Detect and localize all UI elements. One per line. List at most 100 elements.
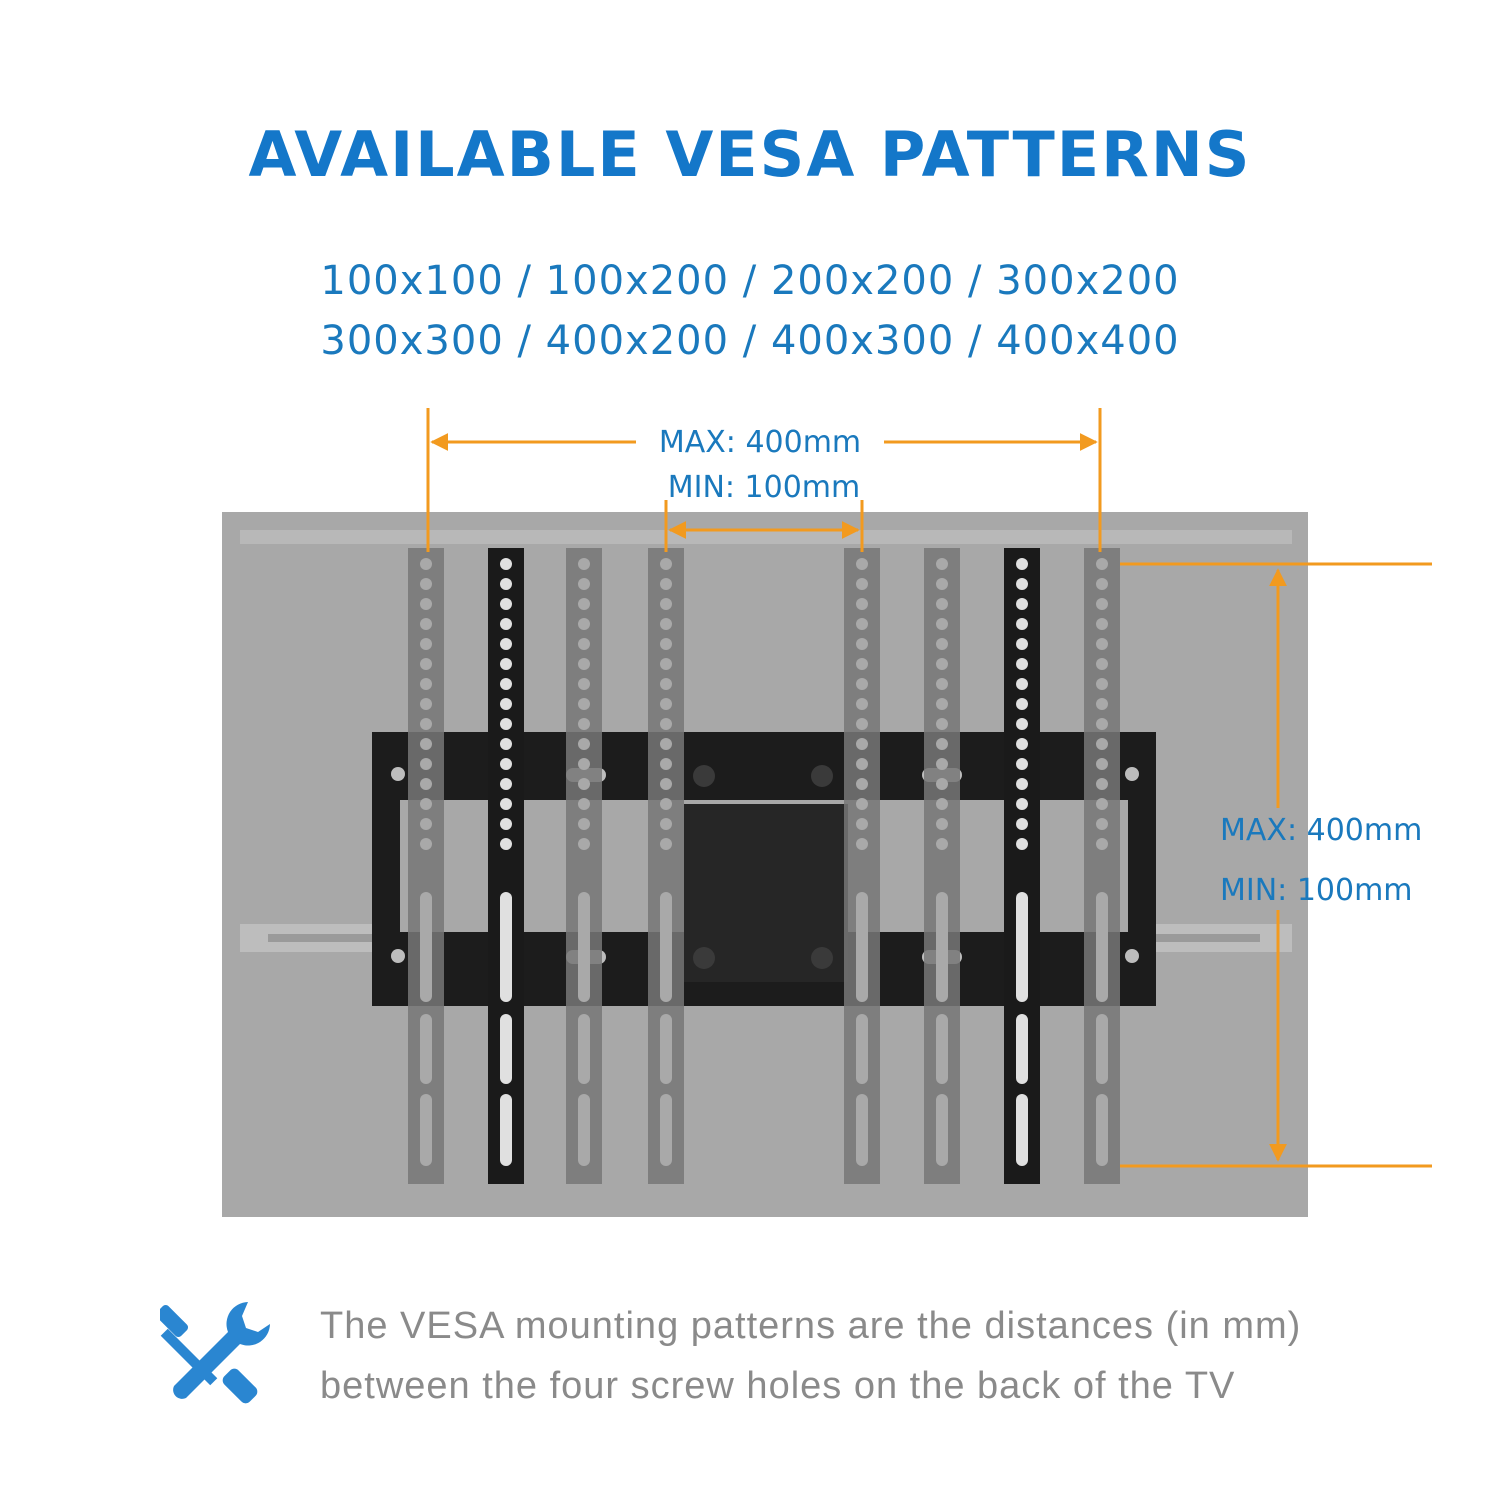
- rail-slot: [500, 1014, 512, 1084]
- rail-hole: [856, 558, 868, 570]
- rail-hole: [660, 698, 672, 710]
- rail-hole: [660, 658, 672, 670]
- rail-hole: [936, 798, 948, 810]
- rail-hole: [500, 838, 512, 850]
- rail-hole: [856, 798, 868, 810]
- rail-hole: [1016, 598, 1028, 610]
- rail-hole: [420, 638, 432, 650]
- rail-slot: [420, 1014, 432, 1084]
- rail-hole: [578, 758, 590, 770]
- rail-hole: [856, 718, 868, 730]
- rail-hole: [856, 678, 868, 690]
- rail-hole: [660, 558, 672, 570]
- rail-slot: [936, 1094, 948, 1166]
- rail-hole: [578, 718, 590, 730]
- rail-hole: [856, 778, 868, 790]
- rail-hole: [500, 698, 512, 710]
- rail-hole: [936, 638, 948, 650]
- rail-hole: [1096, 698, 1108, 710]
- rail-hole: [500, 798, 512, 810]
- rail-hole: [660, 578, 672, 590]
- rail-hole: [660, 678, 672, 690]
- rail-hole: [1016, 738, 1028, 750]
- rail-hole: [856, 598, 868, 610]
- tv-vent-right: [1150, 934, 1260, 942]
- rail-hole: [578, 598, 590, 610]
- rail-hole: [1096, 738, 1108, 750]
- rail-hole: [936, 818, 948, 830]
- rail-hole: [660, 718, 672, 730]
- rail-hole: [1096, 658, 1108, 670]
- rail-hole: [856, 578, 868, 590]
- rail-hole: [500, 738, 512, 750]
- horizontal-max-label: MAX: 400mm: [659, 425, 861, 460]
- rail-slot: [500, 892, 512, 1002]
- rail-hole: [420, 758, 432, 770]
- rail-slot: [856, 1014, 868, 1084]
- rail-hole: [936, 558, 948, 570]
- rail-hole: [936, 618, 948, 630]
- rail-hole: [420, 778, 432, 790]
- rail-slot: [660, 1094, 672, 1166]
- rail-hole: [1096, 638, 1108, 650]
- rail-slot: [856, 892, 868, 1002]
- rail-hole: [420, 598, 432, 610]
- rail-hole: [936, 838, 948, 850]
- rail-hole: [660, 778, 672, 790]
- rail-hole: [1016, 838, 1028, 850]
- rail-hole: [500, 598, 512, 610]
- rail-hole: [1096, 838, 1108, 850]
- rail-hole: [420, 578, 432, 590]
- rail-hole: [660, 638, 672, 650]
- rail-hole: [578, 638, 590, 650]
- rail-hole: [1096, 818, 1108, 830]
- rail-hole: [660, 798, 672, 810]
- rail-hole: [578, 558, 590, 570]
- rail-slot: [1096, 892, 1108, 1002]
- rail-hole: [1096, 558, 1108, 570]
- rail-hole: [578, 698, 590, 710]
- rail-hole: [936, 758, 948, 770]
- rail-hole: [936, 578, 948, 590]
- rail-hole: [1016, 658, 1028, 670]
- rail-hole: [856, 658, 868, 670]
- rail-hole: [1016, 698, 1028, 710]
- rail-slot: [578, 1014, 590, 1084]
- vesa-explanation: The VESA mounting patterns are the dista…: [320, 1296, 1480, 1416]
- rail-slot: [578, 892, 590, 1002]
- rail-slot: [500, 1094, 512, 1166]
- rail-hole: [578, 778, 590, 790]
- rail-hole: [1016, 618, 1028, 630]
- rail-hole: [1016, 638, 1028, 650]
- rail-hole: [660, 738, 672, 750]
- rail-hole: [500, 718, 512, 730]
- rail-hole: [1016, 778, 1028, 790]
- rail-hole: [856, 818, 868, 830]
- rail-hole: [1016, 718, 1028, 730]
- rail-hole: [420, 718, 432, 730]
- rail-hole: [1016, 818, 1028, 830]
- rail-hole: [1096, 598, 1108, 610]
- rail-hole: [420, 798, 432, 810]
- rail-hole: [936, 698, 948, 710]
- rail-slot: [936, 1014, 948, 1084]
- rail-slot: [1016, 1094, 1028, 1166]
- horizontal-min-label: MIN: 100mm: [668, 470, 861, 505]
- rail-hole: [420, 838, 432, 850]
- rail-hole: [500, 638, 512, 650]
- rail-hole: [1016, 758, 1028, 770]
- rail-hole: [578, 798, 590, 810]
- rail-hole: [660, 838, 672, 850]
- rail-hole: [500, 818, 512, 830]
- vesa-explanation-line-1: The VESA mounting patterns are the dista…: [320, 1305, 1302, 1347]
- rail-hole: [420, 558, 432, 570]
- vertical-max-label: MAX: 400mm: [1220, 813, 1422, 848]
- rail-hole: [856, 758, 868, 770]
- vesa-pattern-list-line-1: 100x100 / 100x200 / 200x200 / 300x200: [320, 258, 1180, 304]
- rail-hole: [936, 778, 948, 790]
- tv-vent-left: [268, 934, 378, 942]
- rail-hole: [500, 758, 512, 770]
- rail-hole: [1096, 758, 1108, 770]
- rail-hole: [936, 678, 948, 690]
- rail-hole: [1016, 578, 1028, 590]
